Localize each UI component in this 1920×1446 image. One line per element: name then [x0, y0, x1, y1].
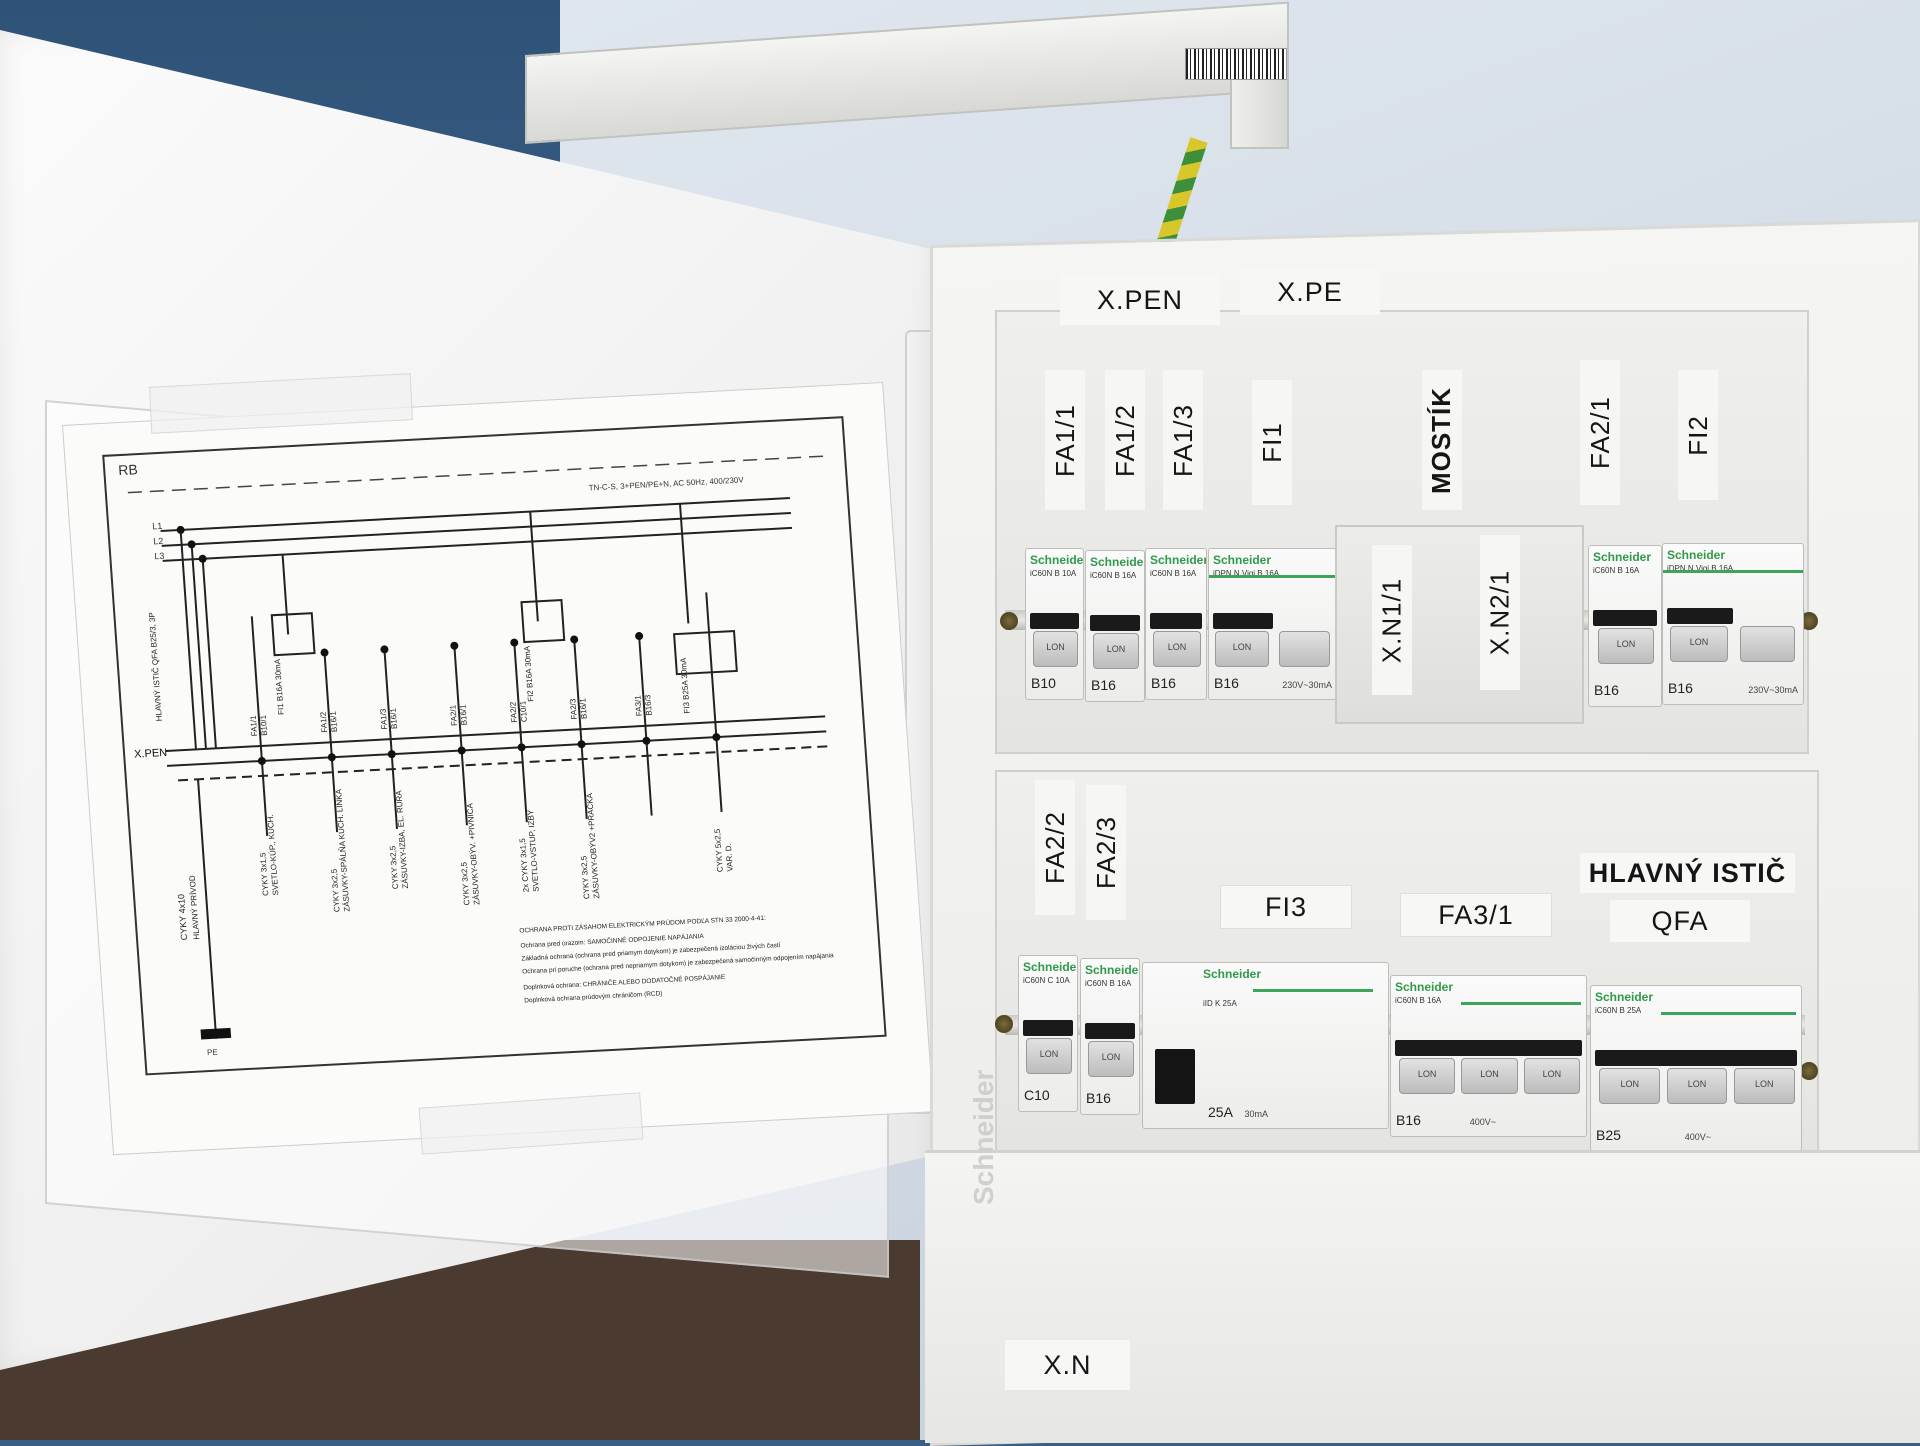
- diagram-circuit-cable: CYKY 5x2,5: [713, 828, 725, 872]
- diagram-circuit-id: FA2/3: [568, 698, 578, 720]
- label-x-n1-1: X.N1/1: [1372, 545, 1412, 695]
- breaker-toggle[interactable]: LON: [1215, 631, 1269, 667]
- cabinet-brand-logo: Schneider: [968, 1069, 999, 1205]
- diagram-circuit-rating: B16/1: [389, 707, 399, 729]
- label-fa2-1: FA2/1: [1580, 360, 1620, 505]
- label-main-breaker: HLAVNÝ ISTIČ: [1580, 853, 1795, 893]
- diagram-phase-l1: L1: [152, 521, 163, 531]
- diagram-border: [102, 416, 887, 1076]
- diagram-circuit-cable: CYKY 3x1,5: [258, 852, 270, 896]
- label-fi2: FI2: [1678, 370, 1718, 500]
- diagram-circuit-cable: CYKY 3x2,5: [459, 861, 471, 905]
- diagram-supply-label: HLAVNÝ PRÍVOD: [188, 875, 201, 940]
- diagram-circuit-id: FA1/3: [379, 708, 389, 730]
- diagram-circuit-id: FA3/1: [633, 695, 643, 717]
- diagram-circuit-id: FA2/2: [508, 701, 518, 723]
- rcd-test-toggle[interactable]: [1740, 626, 1796, 662]
- diagram-rcd-fi3: FI3 B25A 30mA: [679, 657, 692, 714]
- breaker-toggle[interactable]: LON: [1597, 628, 1655, 664]
- diagram-circuit-rating: B10/1: [259, 714, 269, 736]
- breaker-toggle[interactable]: LON: [1087, 1041, 1135, 1077]
- label-x-pen: X.PEN: [1060, 275, 1220, 325]
- label-fa1-3: FA1/3: [1163, 370, 1203, 510]
- breaker-toggle[interactable]: LON: [1599, 1068, 1661, 1104]
- cabinet-bottom-cover[interactable]: [925, 1150, 1920, 1443]
- label-x-n: X.N: [1005, 1340, 1130, 1390]
- wiring-diagram: RB TN-C-S, 3+PEN/PE+N, AC 50Hz, 400/230V: [102, 416, 887, 1076]
- breaker-toggle[interactable]: LON: [1398, 1058, 1456, 1094]
- diagram-circuit-desc: VAR. D.: [724, 843, 735, 872]
- diagram-main-breaker-note: HLAVNÝ ISTIČ QFA B25/3, 3P: [147, 612, 164, 721]
- breaker-toggle[interactable]: LON: [1032, 631, 1079, 667]
- diagram-circuit-rating: B16/1: [329, 710, 339, 732]
- diagram-rcd-fi1: FI1 B16A 30mA: [273, 658, 286, 715]
- diagram-corner-label: RB: [118, 461, 139, 478]
- breaker-toggle[interactable]: LON: [1670, 626, 1728, 662]
- diagram-pen-label: X.PEN: [134, 747, 168, 761]
- diagram-circuit-rating: B16/1: [458, 704, 468, 726]
- label-fa1-1: FA1/1: [1045, 370, 1085, 510]
- rcd-toggle[interactable]: [1155, 1049, 1195, 1104]
- breaker-toggle[interactable]: LON: [1666, 1068, 1728, 1104]
- diagram-circuit-cable: CYKY 3x2,5: [330, 868, 342, 912]
- diagram-phase-l3: L3: [154, 551, 165, 561]
- label-qfa: QFA: [1610, 900, 1750, 942]
- diagram-note: Doplnková ochrana: CHRÁNIČE ALEBO DODATO…: [523, 972, 726, 992]
- diagram-network-label: TN-C-S, 3+PEN/PE+N, AC 50Hz, 400/230V: [588, 475, 744, 492]
- label-fa2-2: FA2/2: [1035, 780, 1075, 915]
- breaker-toggle[interactable]: LON: [1733, 1068, 1795, 1104]
- screw: [995, 1015, 1013, 1033]
- trunking-barcode-sticker: [1185, 48, 1287, 80]
- diagram-circuit-rating: B16/1: [578, 697, 588, 719]
- breaker-toggle[interactable]: LON: [1461, 1058, 1518, 1094]
- screw: [1000, 612, 1018, 630]
- diagram-pe-label: PE: [207, 1048, 218, 1058]
- rcd-test-toggle[interactable]: [1279, 631, 1331, 667]
- label-x-n2-1: X.N2/1: [1480, 535, 1520, 690]
- diagram-main-cable: CYKY 4x10: [176, 894, 189, 941]
- diagram-circuit-id: FA1/1: [249, 715, 259, 737]
- screw: [1800, 1062, 1818, 1080]
- label-fi3: FI3: [1220, 885, 1352, 929]
- label-mostik: MOSTÍK: [1422, 370, 1462, 510]
- breaker-toggle[interactable]: LON: [1523, 1058, 1581, 1094]
- diagram-phase-l2: L2: [153, 536, 164, 546]
- diagram-note: Doplnková ochrana prúdovým chráničom (RC…: [524, 990, 663, 1004]
- diagram-circuit-rating: C10/1: [518, 700, 529, 722]
- breaker-toggle[interactable]: LON: [1092, 633, 1140, 669]
- diagram-circuit-id: FA2/1: [448, 704, 458, 726]
- label-fi1: FI1: [1252, 380, 1292, 505]
- breaker-toggle[interactable]: LON: [1025, 1038, 1073, 1074]
- screw: [1800, 612, 1818, 630]
- diagram-circuit-rating: B16/3: [643, 694, 653, 716]
- breaker-toggle[interactable]: LON: [1153, 631, 1201, 667]
- label-x-pe: X.PE: [1240, 270, 1380, 315]
- diagram-circuit-id: FA1/2: [319, 711, 329, 733]
- diagram-circuit-cable: CYKY 3x2,5: [579, 855, 591, 899]
- diagram-rcd-fi2: FI2 B16A 30mA: [523, 645, 536, 702]
- diagram-note: OCHRANA PROTI ZÁSAHOM ELEKTRICKÝM PRÚDOM…: [519, 913, 766, 935]
- label-fa1-2: FA1/2: [1105, 370, 1145, 510]
- diagram-circuit-cable: CYKY 3x2,5: [388, 845, 400, 889]
- label-fa3-1: FA3/1: [1400, 893, 1552, 937]
- label-fa2-3: FA2/3: [1086, 785, 1126, 920]
- wiring-diagram-sheet: RB TN-C-S, 3+PEN/PE+N, AC 50Hz, 400/230V: [62, 381, 935, 1156]
- diagram-circuit-cable: 2x CYKY 3x1,5: [518, 838, 531, 893]
